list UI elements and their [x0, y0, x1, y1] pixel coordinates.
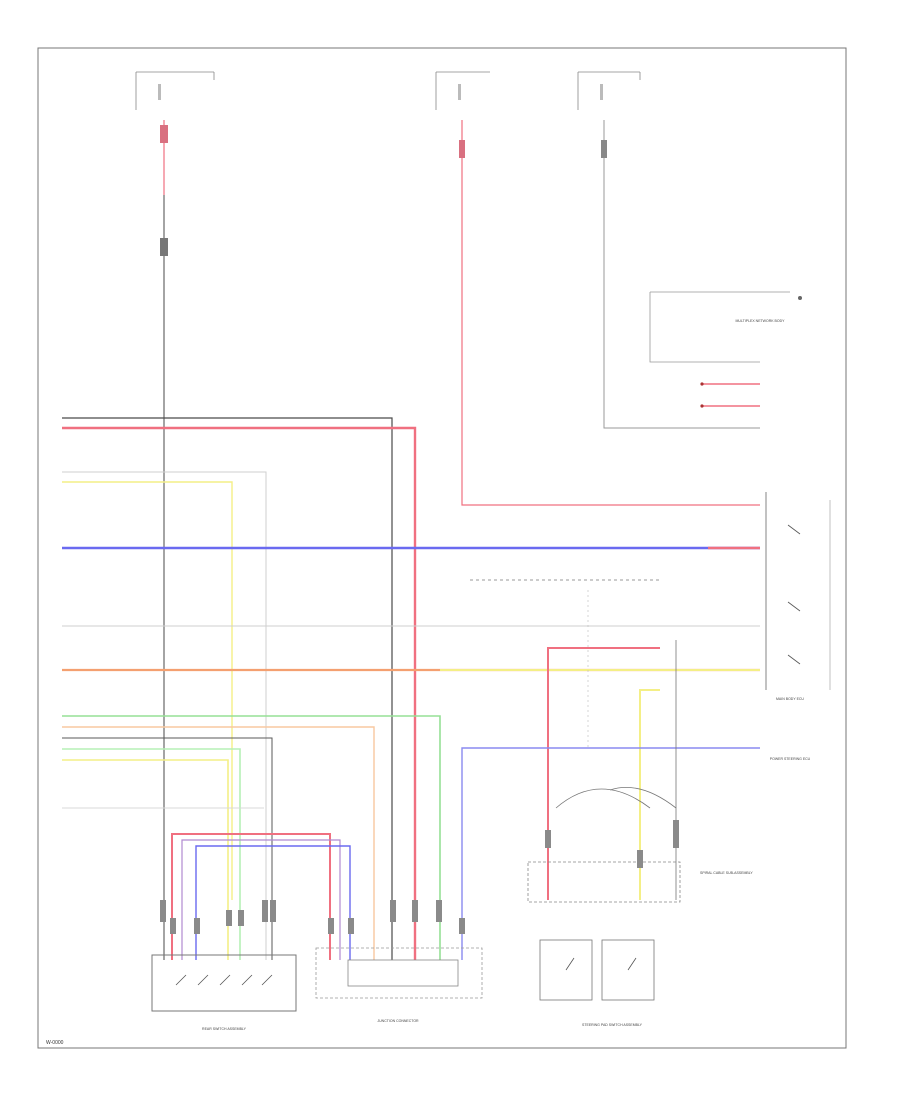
wire-bus-lightgreen	[62, 748, 241, 960]
connector-left-feed-1	[160, 125, 168, 143]
wire-multiplex-loop	[649, 291, 790, 363]
diagram-frame	[37, 47, 847, 1049]
rear-switch-assembly	[151, 954, 297, 1012]
wire-middle-feed-red	[461, 120, 760, 506]
footer-code: W-0000	[46, 1040, 64, 1046]
label-spiral-cable: SPIRAL CABLE SUB-ASSEMBLY	[700, 871, 753, 875]
wire-bus-orange-lower	[62, 726, 375, 960]
switch-symbols-right	[787, 524, 801, 665]
junction-connector	[315, 947, 483, 999]
label-steering-pad-switch: STEERING PAD SWITCH ASSEMBLY	[582, 1023, 643, 1027]
connector-pins-bottom	[160, 820, 679, 934]
label-main-body-ecu: MAIN BODY ECU	[776, 697, 804, 701]
spiral-cable-arc	[555, 788, 651, 809]
connector-left-feed-2	[160, 238, 168, 256]
label-multiplex-network-body: MULTIPLEX NETWORK BODY	[736, 319, 786, 323]
terminal-dot-1	[700, 382, 704, 386]
fuse-box-left	[135, 71, 215, 110]
connector-middle-feed	[459, 140, 465, 158]
wire-bus-green	[62, 715, 441, 960]
wire-bus-red	[62, 426, 417, 960]
wire-bus-yellow-lower	[62, 759, 229, 960]
wire-bus-black	[62, 417, 393, 960]
wire-bus-white	[62, 471, 267, 960]
connector-right-feed	[601, 140, 607, 158]
wire-red-to-spiral	[547, 647, 660, 900]
wire-bus-yellow	[62, 481, 233, 900]
label-junction-connector: JUNCTION CONNECTOR	[377, 1019, 419, 1023]
wire-loop-red	[171, 833, 331, 960]
ground-icon	[798, 296, 802, 300]
steering-pad-switch-assembly	[527, 861, 681, 1001]
fuse-box-right	[577, 71, 641, 110]
label-rear-switch-assembly: REAR SWITCH ASSEMBLY	[202, 1027, 247, 1031]
wire-bus-gray-lower	[62, 737, 273, 960]
wire-yellow-to-spiral	[639, 689, 660, 900]
wire-loop-blue	[195, 845, 351, 960]
terminal-dot-2	[700, 404, 704, 408]
wire-blue-power-steering	[461, 747, 760, 960]
label-power-steering-ecu: POWER STEERING ECU	[770, 757, 811, 761]
fuse-box-middle	[435, 71, 490, 110]
wire-loop-purple	[181, 839, 341, 960]
spiral-cable-arc-2	[609, 787, 677, 809]
wire-right-feed-gray	[603, 120, 760, 429]
